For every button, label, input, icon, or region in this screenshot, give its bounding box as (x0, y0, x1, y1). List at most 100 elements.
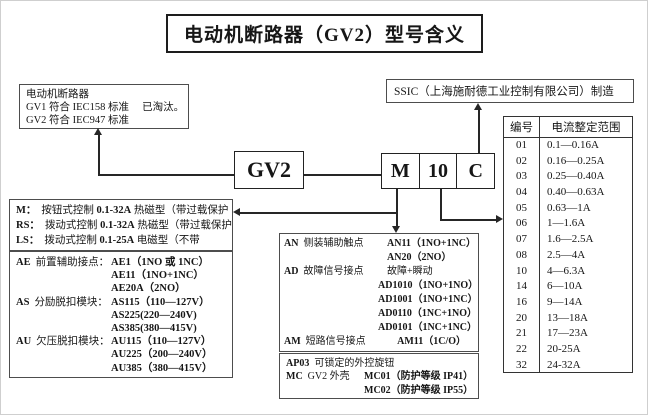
front-accessory-row: AS385(380—415V) (16, 322, 226, 335)
code-cell: 04 (504, 185, 540, 201)
connector-line (478, 110, 480, 153)
control-code: LS： (16, 235, 40, 246)
side-model-value: AD0110（1NC+1NO） (378, 308, 478, 319)
side-accessory-row: AD0110（1NC+1NO） (284, 307, 478, 321)
history-line-1: 电动机断路器 (26, 89, 89, 100)
range-cell: 0.40—0.63A (547, 186, 605, 199)
range-cell: 9—14A (547, 295, 583, 308)
range-cell: 4—6.3A (547, 264, 586, 277)
side-category-text: 短路信号接点 (305, 336, 366, 347)
side-category-text: 故障信号接点 (303, 266, 364, 277)
side-category-label (284, 293, 378, 307)
external-text: 可锁定的外控旋钮 (314, 358, 395, 369)
connector-line (440, 219, 497, 221)
connector-line (304, 174, 381, 176)
side-category-label: AN 侧装辅助触点 (284, 237, 378, 251)
front-model-value: AS225(220—240V) (111, 309, 197, 321)
side-model-value: AM11（1C/O） (397, 336, 466, 347)
arrow-right-icon (496, 215, 503, 223)
control-desc: 拨动式控制 (44, 220, 101, 231)
range-cell: 6—10A (547, 280, 583, 293)
side-accessory-row: AD0101（1NC+1NC） (284, 321, 478, 335)
front-accessory-row: AS225(220—240V) (16, 309, 226, 322)
table-header-code: 编号 (504, 117, 540, 137)
control-desc-tail: 电磁型（不带 (134, 235, 200, 246)
external-row-mc02: MC02（防护等级 IP55） (286, 384, 473, 397)
connector-line (396, 189, 398, 227)
model-part-control: M (382, 154, 420, 188)
range-cell: 1—1.6A (547, 217, 586, 230)
front-model-value: AU385（380—415V） (111, 362, 213, 374)
front-category-text: 欠压脱扣模块： (36, 336, 110, 348)
front-accessory-row: AU385（380—415V） (16, 362, 226, 375)
side-model-value: AN11（1NO+1NC） (387, 238, 477, 249)
control-desc: 按钮式控制 (41, 205, 97, 216)
external-code: AP03 (286, 358, 310, 369)
side-category-code: AN (284, 238, 299, 249)
connector-line (440, 189, 442, 220)
history-line-3: GV2 符合 IEC947 标准 (26, 115, 129, 126)
code-cell: 20 (504, 310, 540, 327)
front-category-label (16, 309, 111, 322)
side-model-value: AN20（2NO） (387, 252, 452, 263)
page-title: 电动机断路器（GV2）型号含义 (166, 14, 483, 53)
control-amp-range: 0.1-25A (99, 235, 135, 246)
front-model-value: AS115（110—127V） (111, 296, 210, 308)
front-model-value: AE11（1NO+1NC） (111, 270, 204, 282)
arrow-up-icon (474, 103, 482, 110)
code-cell: 02 (504, 153, 540, 170)
control-type-row: M： 按钮式控制 0.1-32A 热磁型（带过载保护 (16, 203, 229, 218)
code-cell: 16 (504, 294, 540, 311)
front-accessory-row: AU 欠压脱扣模块： AU115（110—127V） (16, 335, 226, 348)
code-cell: 06 (504, 216, 540, 233)
control-amp-range: 0.1-32A (96, 205, 132, 216)
external-row-ap03: AP03 可锁定的外控旋钮 (286, 357, 472, 370)
side-model-value: 故障+瞬动 (387, 266, 433, 277)
code-cell: 22 (504, 341, 540, 358)
table-row: 06 1—1.6A (504, 216, 632, 233)
control-code: M： (16, 205, 37, 216)
front-category-label (16, 362, 111, 375)
range-cell: 0.25—0.40A (547, 170, 605, 183)
control-code: RS： (16, 220, 40, 231)
side-category-text: 侧装辅助触点 (303, 238, 364, 249)
table-row: 14 6—10A (504, 279, 632, 295)
external-model-value: MC01（防护等级 IP41） (364, 371, 474, 383)
front-model-value: AU115（110—127V） (111, 336, 212, 348)
side-accessory-row: AD1010（1NO+1NO） (284, 279, 478, 293)
range-cell: 17—23A (547, 327, 588, 340)
model-part-current-code: 10 (420, 154, 458, 188)
side-accessory-row: AN20（2NO） (284, 251, 474, 265)
model-part-suffix: C (468, 159, 483, 182)
model-series-box: GV2 (234, 151, 304, 189)
range-cell: 24-32A (547, 358, 581, 371)
front-category-label (16, 348, 111, 361)
front-category-code: AU (16, 336, 32, 348)
front-accessory-row: AE11（1NO+1NC） (16, 269, 226, 282)
front-accessory-row: AE20A（2NO） (16, 282, 226, 295)
side-category-label (284, 279, 378, 293)
control-desc-tail: 热磁型（带过载保护 (131, 205, 229, 216)
external-mc-label (286, 384, 364, 397)
code-cell: 14 (504, 279, 540, 295)
control-type-row: LS：拨动式控制 0.1-25A 电磁型（不带 (16, 233, 226, 248)
front-category-label (16, 282, 111, 295)
side-model-value: AD0101（1NC+1NC） (378, 322, 478, 333)
